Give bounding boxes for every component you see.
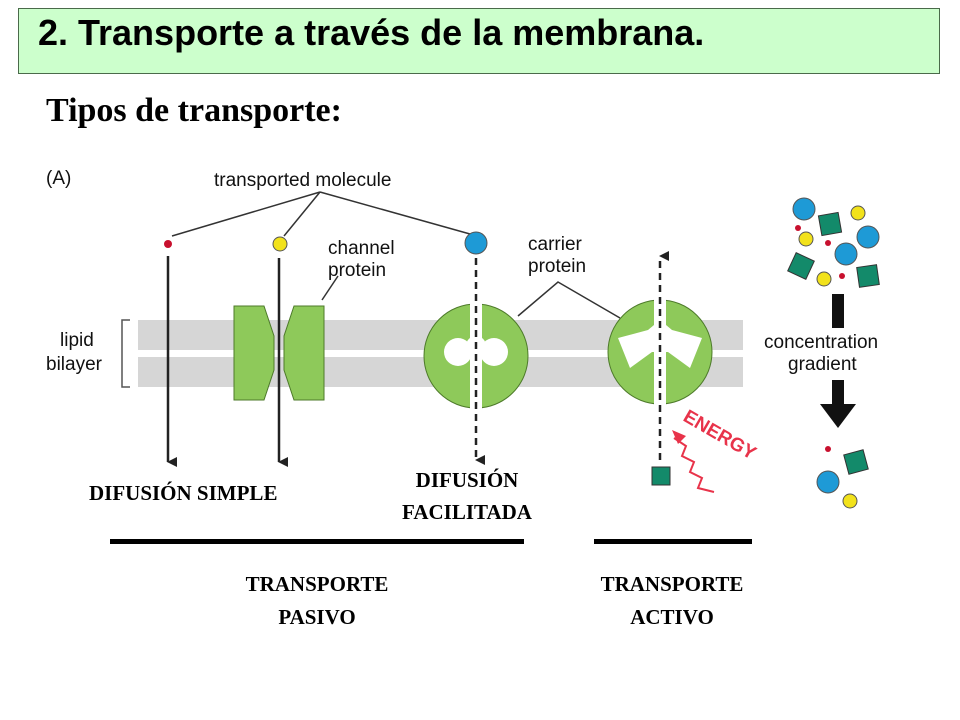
passive-transport-bar xyxy=(110,539,524,544)
transported-molecule-label: transported molecule xyxy=(214,170,391,191)
channel-protein-icon xyxy=(233,305,325,401)
yellow-molecule-icon xyxy=(272,236,288,252)
low-concentration-molecules xyxy=(816,446,869,509)
protein-label: protein xyxy=(328,260,386,281)
difusion-simple-label: DIFUSIÓN SIMPLE xyxy=(89,481,277,505)
page-title: 2. Transporte a través de la membrana. xyxy=(38,12,705,53)
lipid-label: lipid xyxy=(60,330,94,351)
active-transport-bar xyxy=(594,539,752,544)
facilitada-label: FACILITADA xyxy=(402,500,533,524)
gradient-bar-top xyxy=(832,294,844,328)
energy-label: ENERGY xyxy=(680,406,760,464)
small-molecule-icon xyxy=(164,240,172,248)
gradient-arrow-icon xyxy=(820,404,856,428)
energy-arrowhead-icon xyxy=(672,430,686,444)
gradient-bar-bottom xyxy=(832,380,844,406)
transporte-pasivo-label-2: PASIVO xyxy=(278,605,355,629)
panel-label: (A) xyxy=(46,168,71,189)
carrier-protein-label: protein xyxy=(528,256,586,277)
carrier-label: carrier xyxy=(528,234,583,255)
gradient-label: gradient xyxy=(788,354,857,375)
difusion-label: DIFUSIÓN xyxy=(416,468,519,492)
bilayer-bracket xyxy=(121,319,130,388)
page-subtitle: Tipos de transporte: xyxy=(46,92,342,129)
transporte-activo-label-2: ACTIVO xyxy=(630,605,714,629)
blue-molecule-icon xyxy=(464,231,488,255)
concentration-label: concentration xyxy=(764,332,878,353)
energy-zigzag-icon xyxy=(673,437,715,493)
high-concentration-molecules xyxy=(787,197,880,288)
transported-molecule-connectors xyxy=(171,191,471,237)
square-molecule-icon xyxy=(651,466,671,486)
channel-protein-connector xyxy=(321,275,339,301)
title-banner xyxy=(18,8,940,74)
carrier-protein-connectors xyxy=(517,281,621,319)
transporte-pasivo-label-1: TRANSPORTE xyxy=(246,572,389,596)
channel-label: channel xyxy=(328,238,395,259)
bilayer-label: bilayer xyxy=(46,354,103,375)
transporte-activo-label-1: TRANSPORTE xyxy=(601,572,744,596)
